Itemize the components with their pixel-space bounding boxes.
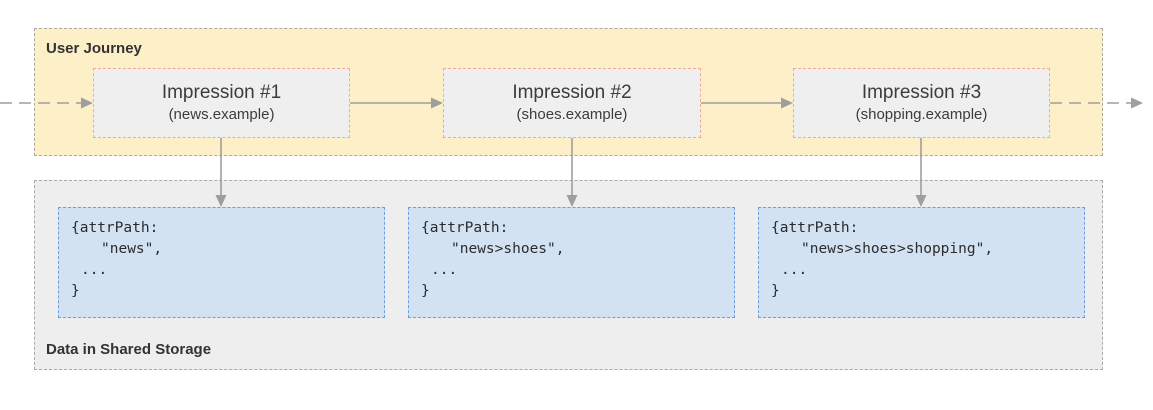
impression-2-site: (shoes.example) <box>516 106 628 123</box>
record-1-ellipsis: ... <box>81 262 108 278</box>
impression-1-title: Impression #1 <box>161 82 282 103</box>
impression-3-box: Impression #3 (shopping.example) <box>793 68 1050 138</box>
record-1-value: "news", <box>101 241 163 257</box>
record-2-ellipsis: ... <box>431 262 458 278</box>
arrowhead-record-1 <box>215 195 227 207</box>
record-3-close: } <box>771 283 780 299</box>
storage-record-3: {attrPath: "news>shoes>shopping", ... } <box>758 207 1085 318</box>
user-journey-title: User Journey <box>46 40 142 57</box>
impression-2-title: Impression #2 <box>512 82 632 103</box>
record-2-value: "news>shoes", <box>451 241 565 257</box>
record-2-close: } <box>421 283 430 299</box>
storage-record-1: {attrPath: "news", ... } <box>58 207 385 318</box>
arrowhead-impression-2 <box>431 97 443 109</box>
impression-3-title: Impression #3 <box>861 82 982 103</box>
impression-2-box: Impression #2 (shoes.example) <box>443 68 701 138</box>
record-1-open: {attrPath: <box>71 220 159 236</box>
storage-record-2: {attrPath: "news>shoes", ... } <box>408 207 735 318</box>
arrowhead-impression-3 <box>781 97 793 109</box>
record-2-open: {attrPath: <box>421 220 509 236</box>
record-1-close: } <box>71 283 80 299</box>
arrowhead-incoming <box>81 97 93 109</box>
record-3-open: {attrPath: <box>771 220 859 236</box>
shared-storage-title: Data in Shared Storage <box>46 341 212 358</box>
record-3-value: "news>shoes>shopping", <box>801 241 994 257</box>
arrowhead-record-2 <box>566 195 578 207</box>
impression-3-site: (shopping.example) <box>855 106 988 123</box>
arrowhead-record-3 <box>915 195 927 207</box>
record-3-ellipsis: ... <box>781 262 808 278</box>
arrowhead-outgoing <box>1131 97 1143 109</box>
impression-1-box: Impression #1 (news.example) <box>93 68 350 138</box>
impression-1-site: (news.example) <box>168 106 275 123</box>
